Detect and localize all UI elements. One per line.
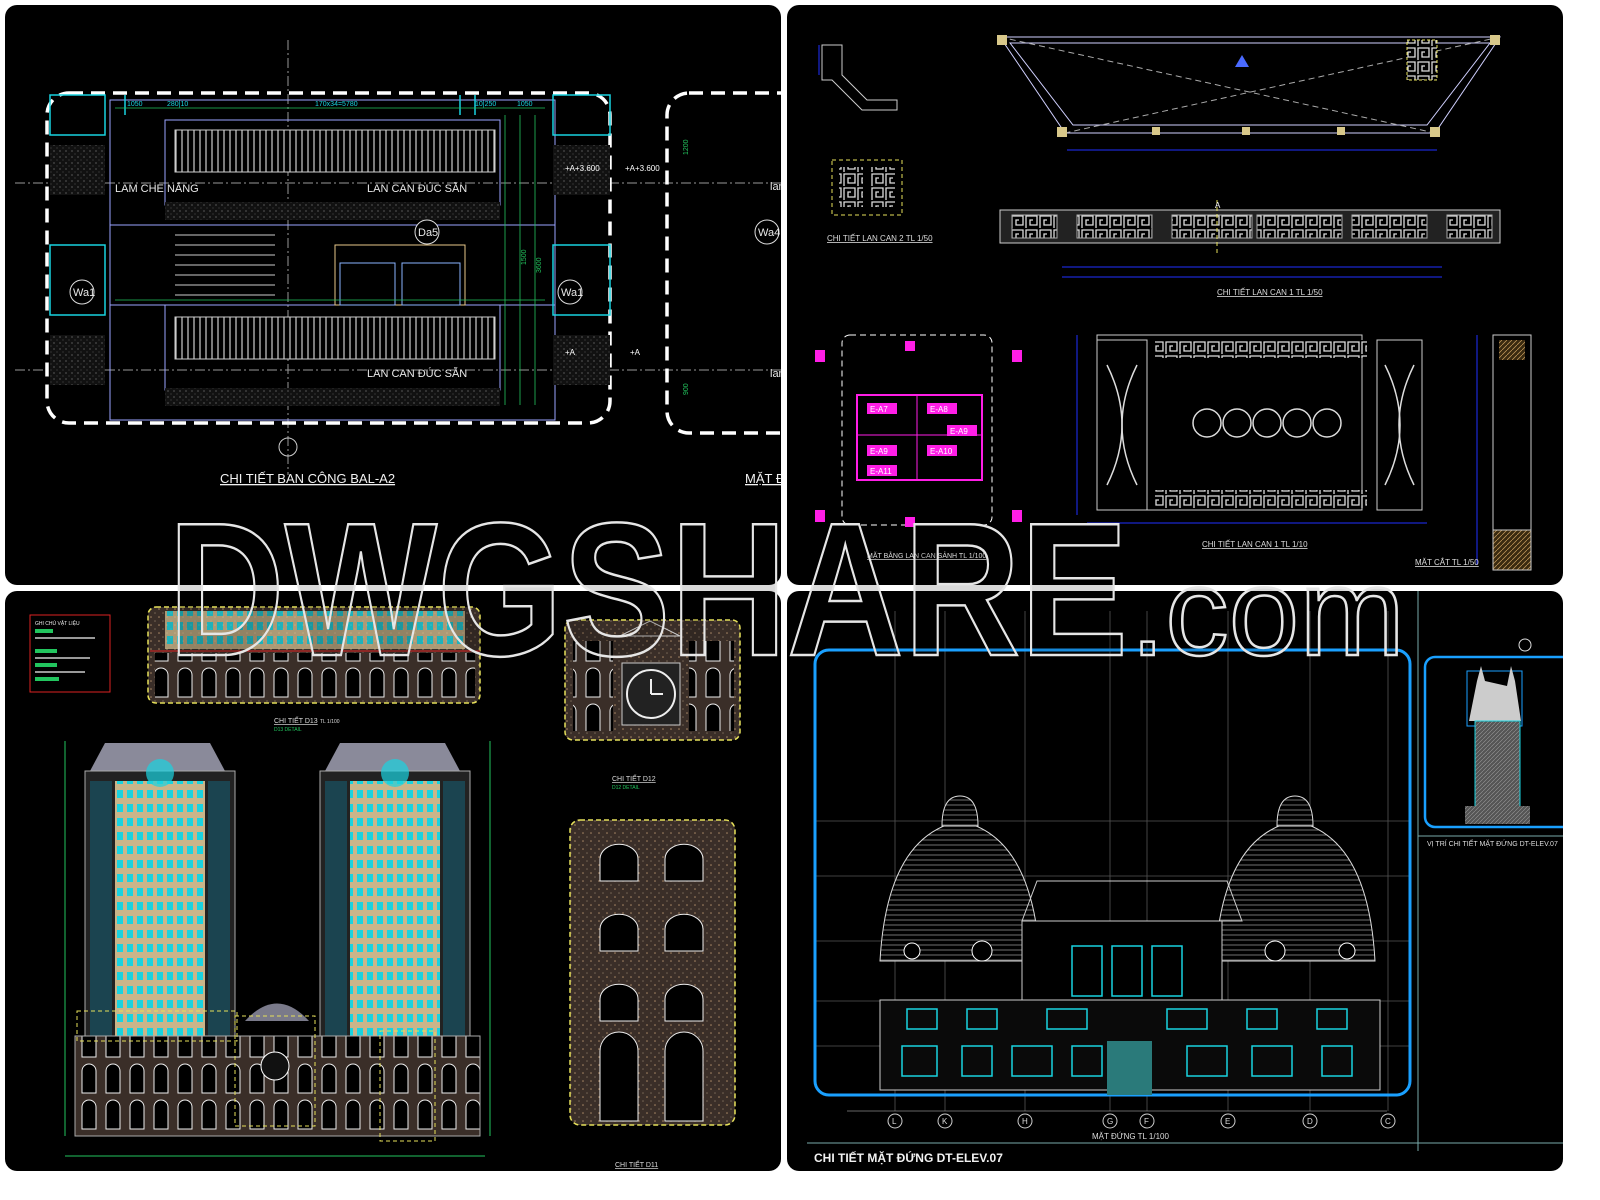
axis-label: H (1022, 1117, 1028, 1126)
drawing-title: CHI TIẾT D11 (615, 1159, 658, 1169)
dim: 1500 (521, 249, 528, 265)
plan-tag-box (927, 445, 957, 456)
axis-label: L (892, 1117, 897, 1126)
railing-top (174, 129, 496, 173)
axis-bubble (1302, 1113, 1318, 1129)
plan-tag: E-A9 (870, 447, 888, 456)
label-railing-bottom: LAN CAN ĐÚC SẴN (367, 367, 467, 380)
tag-window: Wa1 (73, 287, 95, 299)
drawing-title: MẶT Đ (745, 471, 781, 486)
tower-left (84, 743, 236, 1042)
label-railing-next: lan (770, 368, 781, 380)
label-railing-top: LAN CAN ĐÚC SẴN (367, 182, 467, 195)
elevation-label: MẶT ĐỨNG TL 1/100 (1092, 1132, 1169, 1141)
dim: 1200 (683, 139, 690, 155)
dim: 170x34=5780 (315, 101, 358, 108)
dim: 900 (683, 383, 690, 395)
axis-bubble (1380, 1113, 1396, 1129)
panel-railing-details: CHI TIẾT LAN CAN 2 TL 1/50 A CHI TIẾT LA… (787, 5, 1563, 585)
stair-plan (856, 394, 983, 481)
tag-window: Wa4 (758, 227, 780, 239)
axis-bubble (1102, 1113, 1118, 1129)
plan-tag-box (927, 403, 957, 414)
balcony-drawing: 1050 280|10 170x34=5780 10|250 1050 3600… (15, 40, 781, 486)
plan-tag: E-A10 (930, 447, 953, 456)
plan-tag-box (867, 445, 897, 456)
drawing-title: MẶT CẮT TL 1/50 (1415, 558, 1479, 567)
detail-boundary (45, 91, 612, 425)
plan-tag: E-A11 (870, 467, 892, 476)
axis-label: D (1307, 1117, 1313, 1126)
axis-bubble (1017, 1113, 1033, 1129)
axis-bubble (1139, 1113, 1155, 1129)
axis-label: G (1107, 1117, 1113, 1126)
tag-door: Da5 (418, 227, 438, 239)
drawing-subtitle: D13 DETAIL (274, 727, 302, 733)
panel-facade-elevation: L K H G F E D C MẶT ĐỨNG TL 1/100 VỊ TRÍ CHI TI… (787, 591, 1563, 1171)
grid-bubble (278, 437, 298, 457)
drawing-title: CHI TIẾT LAN CAN 1 TL 1/50 (1217, 287, 1323, 297)
level-mark: +A (565, 348, 576, 357)
dim: 10|250 (475, 101, 496, 108)
railing-drawing: CHI TIẾT LAN CAN 2 TL 1/50 A CHI TIẾT LA… (815, 35, 1532, 571)
dome-right (1214, 795, 1376, 962)
axis-label: K (942, 1117, 948, 1126)
drawing-title: CHI TIẾT D12 (612, 773, 656, 783)
axis-label: C (1385, 1117, 1391, 1126)
axis-bubble (887, 1113, 903, 1129)
drawing-title: CHI TIẾT LAN CAN 1 TL 1/10 (1202, 539, 1308, 549)
axis-bubble (1220, 1113, 1236, 1129)
label-railing-next: lan c (770, 181, 781, 193)
level-mark: +A (630, 348, 641, 357)
location-label: VỊ TRÍ CHI TIẾT MẶT ĐỨNG DT-ELEV.07 (1427, 838, 1558, 848)
elevation-d11 (569, 819, 736, 1126)
dim: 1050 (127, 101, 143, 108)
facade-drawing: L K H G F E D C MẶT ĐỨNG TL 1/100 VỊ TRÍ CHI TI… (807, 591, 1563, 1165)
label-sunshade: LAM CHE NẮNG (115, 182, 199, 195)
railing-bottom (174, 316, 496, 360)
tower-right (319, 743, 471, 1042)
plan-tag: E-A7 (870, 405, 888, 414)
panel-elevation-details: GHI CHÚ VẬT LIỆU CHI TIẾT D13 D13 DETAIL… (5, 591, 781, 1171)
dim: 1050 (517, 101, 533, 108)
door-da5 (334, 244, 466, 306)
plan-tag: E-A8 (930, 405, 948, 414)
drawing-scale: TL 1/100 (320, 719, 340, 725)
drawing-title: CHI TIẾT D13 (274, 715, 318, 725)
plan-tag-box (947, 425, 977, 436)
dome-left (879, 795, 1041, 962)
elevation-drawing: GHI CHÚ VẬT LIỆU CHI TIẾT D13 D13 DETAIL… (29, 606, 741, 1169)
dim: 3600 (536, 257, 543, 273)
axis-bubble (937, 1113, 953, 1129)
level-mark: +A+3.600 (565, 164, 600, 173)
axis-label: F (1144, 1117, 1149, 1126)
drawing-title: MẶT BẰNG LAN CAN SẢNH TL 1/100 (867, 551, 986, 560)
section-marker: A (1215, 201, 1221, 210)
dim: 280|10 (167, 101, 188, 108)
drawing-title: CHI TIẾT LAN CAN 2 TL 1/50 (827, 233, 933, 243)
axis-label: E (1225, 1117, 1230, 1126)
drawing-title: CHI TIẾT MẶT ĐỨNG DT-ELEV.07 (814, 1150, 1003, 1165)
drawing-title: CHI TIẾT BAN CÔNG BAL-A2 (220, 471, 395, 486)
plan-tag-box (867, 465, 897, 476)
level-mark: +A+3.600 (625, 164, 660, 173)
podium (74, 1035, 481, 1137)
panel-balcony-detail: 1050 280|10 170x34=5780 10|250 1050 3600… (5, 5, 781, 585)
plan-tag: E-A9 (950, 427, 968, 436)
location-map (1423, 655, 1563, 829)
tag-window: Wa1 (561, 287, 583, 299)
plan-tag-box (867, 403, 897, 414)
legend-title: GHI CHÚ VẬT LIỆU (35, 619, 80, 627)
clock (626, 669, 676, 719)
drawing-subtitle: D12 DETAIL (612, 785, 640, 791)
